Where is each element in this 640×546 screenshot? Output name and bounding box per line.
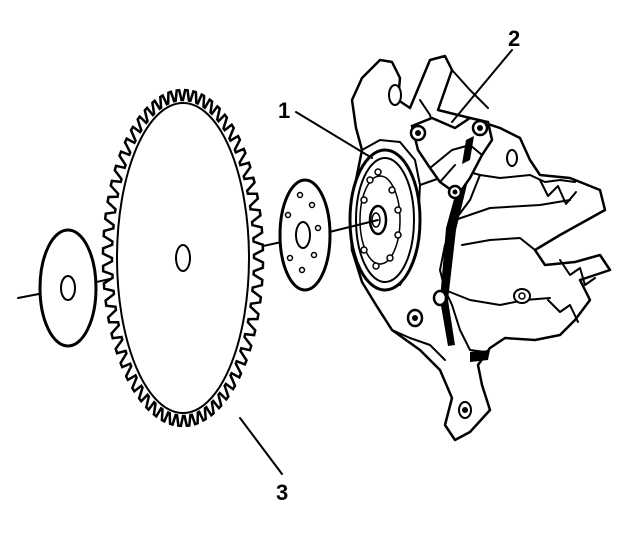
callout-1: 1 xyxy=(278,98,373,159)
callout-3: 3 xyxy=(239,417,288,505)
part-3 xyxy=(101,88,265,428)
callout-label-3: 3 xyxy=(276,480,288,505)
callout-label-2: 2 xyxy=(508,26,520,51)
callout-2: 2 xyxy=(451,26,520,123)
callout-label-1: 1 xyxy=(278,98,290,123)
outer-washer xyxy=(38,228,98,348)
engine-block xyxy=(348,54,612,442)
part-1 xyxy=(348,148,422,292)
part-2 xyxy=(409,116,494,200)
spacer-plate xyxy=(278,178,332,292)
